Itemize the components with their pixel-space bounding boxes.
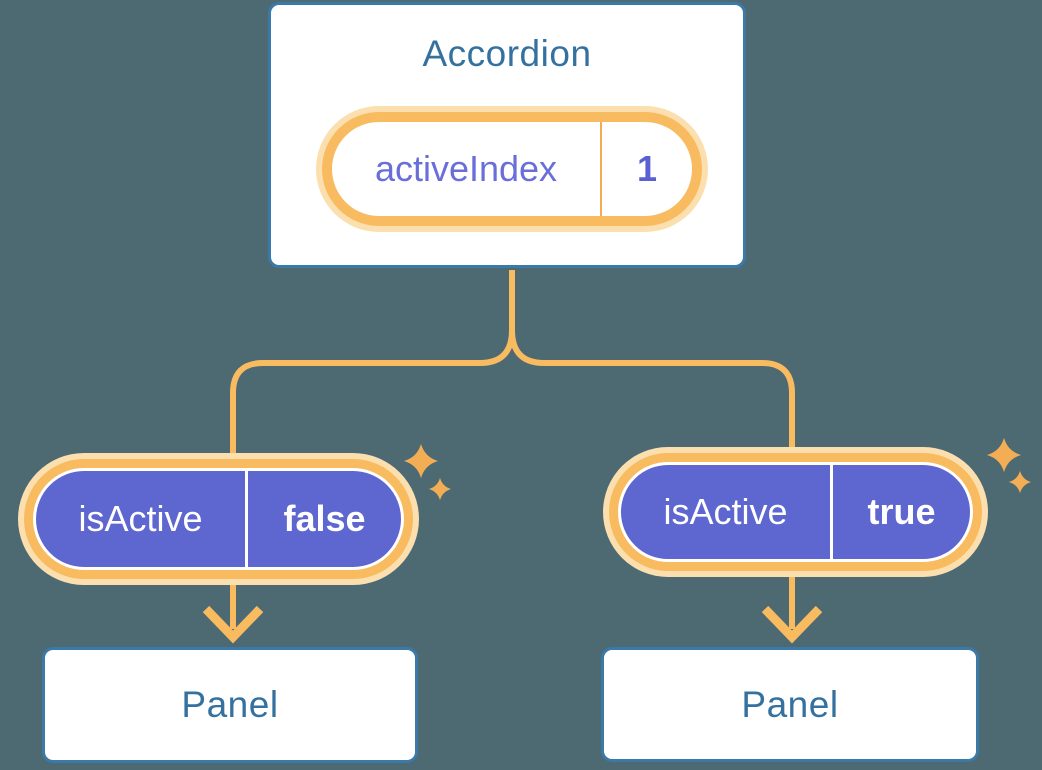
connector-right-branch xyxy=(509,270,795,448)
sparkle-icon xyxy=(986,437,1022,473)
panel-title: Panel xyxy=(181,684,279,725)
prop-pill-label: isActive xyxy=(663,491,788,532)
connector-left-branch xyxy=(230,270,515,454)
sparkle-icon xyxy=(1008,470,1032,494)
pill-divider xyxy=(830,465,833,559)
sparkle-icon xyxy=(403,443,439,479)
panel-component-card-left: Panel xyxy=(42,647,418,763)
accordion-title: Accordion xyxy=(422,33,592,74)
accordion-component-card: Accordion activeIndex 1 xyxy=(268,2,746,268)
panel-title: Panel xyxy=(741,683,839,725)
prop-pill-label: isActive xyxy=(78,498,203,539)
panel-component-card-right: Panel xyxy=(601,647,979,762)
state-pill-value: 1 xyxy=(636,148,658,189)
state-pill-label: activeIndex xyxy=(374,148,558,189)
arrow-to-right-panel xyxy=(761,576,823,644)
pill-divider xyxy=(600,122,602,216)
prop-pill-value: true xyxy=(867,491,936,532)
sparkle-icon xyxy=(428,477,452,501)
arrow-to-left-panel xyxy=(202,584,264,644)
prop-pill-value: false xyxy=(283,498,366,539)
pill-divider xyxy=(245,471,248,567)
state-pill-activeindex: activeIndex 1 xyxy=(316,106,708,232)
prop-pill-isactive-false: isActive false xyxy=(18,453,419,585)
prop-pill-isactive-true: isActive true xyxy=(603,447,988,577)
